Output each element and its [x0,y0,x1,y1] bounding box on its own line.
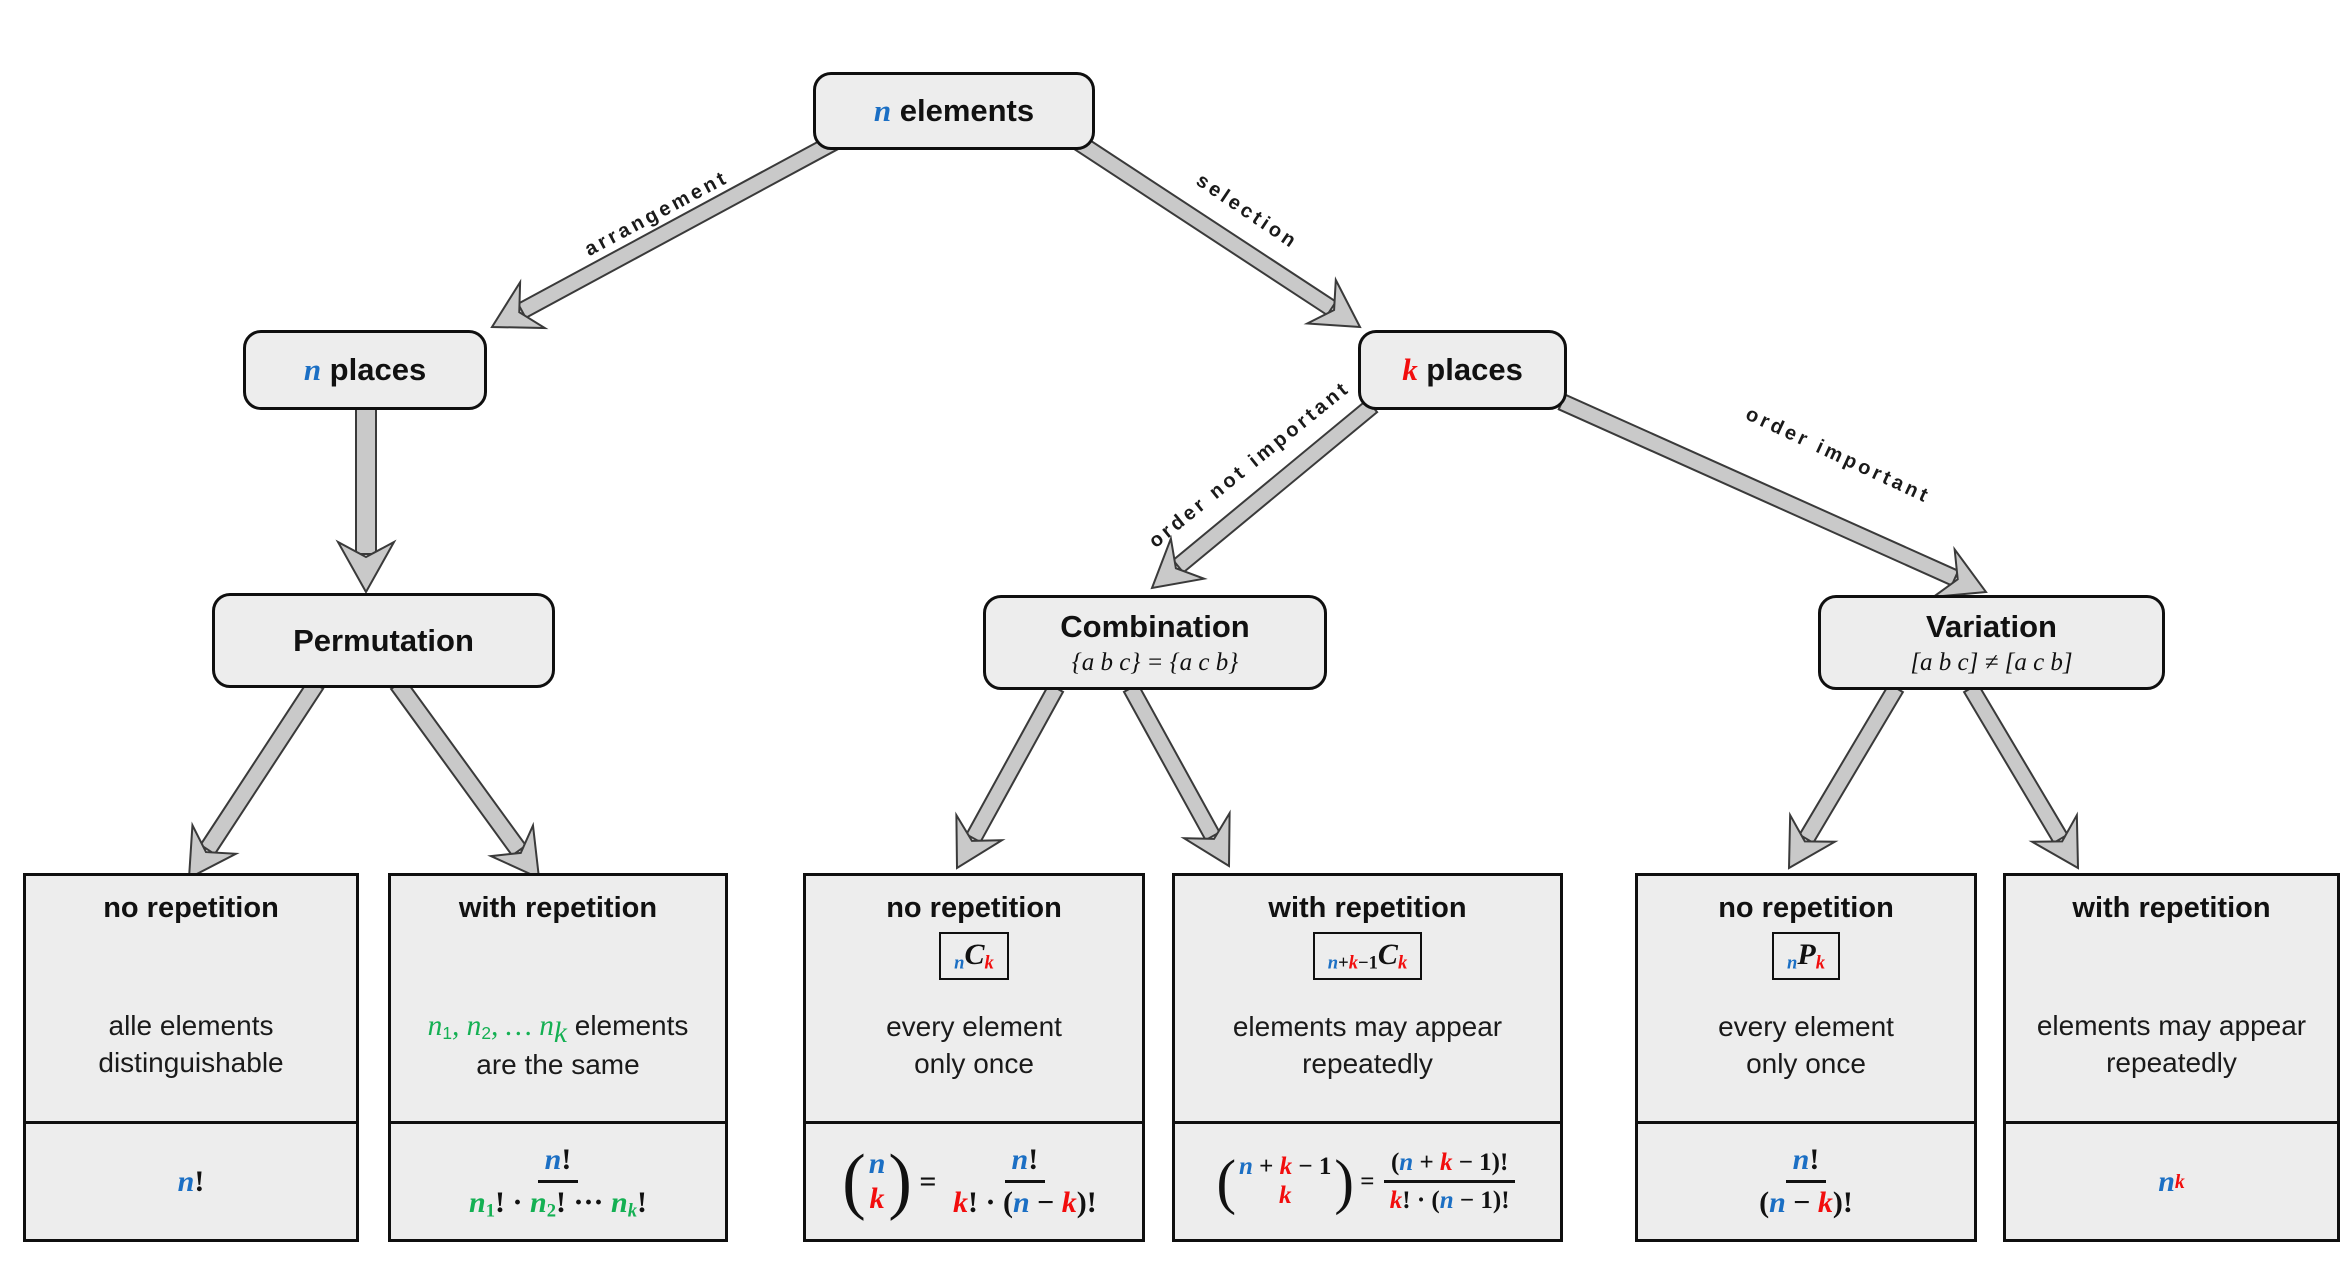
leaf-heading: no repetition [103,892,279,924]
leaf-formula-section: n!(n − k)! [1638,1124,1974,1239]
leaf-heading: no repetition [1718,892,1894,924]
leaf-description-section: no repetition nCk every element only onc… [806,876,1142,1124]
leaf-description: n1, n2, … nk elements are the same [427,1010,689,1081]
formula-n-factorial: n! [177,1164,205,1198]
node-n-places-label: n places [303,352,427,387]
leaf-description: every element only once [886,1011,1062,1080]
leaf-heading: no repetition [886,892,1062,924]
formula-multiset-permutation: n!n1! · n2! ··· nk! [469,1142,647,1221]
leaf-heading: with repetition [2072,892,2271,924]
node-combination-title: Combination [1060,608,1250,644]
node-permutation: Permutation [212,593,555,688]
node-k-places: k places [1358,330,1567,410]
notation-nCk: nCk [939,932,1009,980]
leaf-formula-section: n! [26,1124,356,1239]
leaf-permutation-no-repetition: no repetition alle elements distinguisha… [23,873,359,1242]
leaf-description: elements may appear repeatedly [2036,1010,2307,1079]
leaf-description-section: with repetition n1, n2, … nk elements ar… [391,876,725,1124]
leaf-variation-no-repetition: no repetition nPk every element only onc… [1635,873,1977,1242]
leaf-formula-section: n!n1! · n2! ··· nk! [391,1124,725,1239]
leaf-description: elements may appear repeatedly [1232,1011,1503,1080]
leaf-description: every element only once [1718,1011,1894,1080]
node-variation: Variation [a b c] ≠ [a c b] [1818,595,2165,690]
leaf-combination-with-repetition: with repetition n+k−1Ck elements may app… [1172,873,1563,1242]
notation-n-plus-k-minus-1-Ck: n+k−1Ck [1312,932,1423,980]
leaf-permutation-with-repetition: with repetition n1, n2, … nk elements ar… [388,873,728,1242]
leaf-heading: with repetition [1268,892,1467,924]
node-permutation-title: Permutation [293,622,474,658]
formula-variation: n!(n − k)! [1759,1142,1853,1219]
leaf-combination-no-repetition: no repetition nCk every element only onc… [803,873,1145,1242]
leaf-description: alle elements distinguishable [98,1010,284,1079]
leaf-description-section: with repetition n+k−1Ck elements may app… [1175,876,1560,1124]
leaf-variation-with-repetition: with repetition elements may appear repe… [2003,873,2340,1242]
node-k-places-label: k places [1402,352,1523,387]
node-n-places: n places [243,330,487,410]
leaf-description-section: no repetition nPk every element only onc… [1638,876,1974,1124]
node-variation-title: Variation [1926,608,2057,644]
node-n-elements: n elements [813,72,1095,150]
leaf-description-section: with repetition elements may appear repe… [2006,876,2337,1124]
node-variation-subtitle: [a b c] ≠ [a c b] [1910,648,2073,676]
leaf-description-section: no repetition alle elements distinguisha… [26,876,356,1124]
leaf-heading: with repetition [458,892,658,924]
notation-nPk: nPk [1772,932,1840,980]
node-combination-subtitle: {a b c} = {a c b} [1071,648,1239,676]
node-combination: Combination {a b c} = {a c b} [983,595,1327,690]
node-n-elements-label: n elements [873,93,1035,128]
